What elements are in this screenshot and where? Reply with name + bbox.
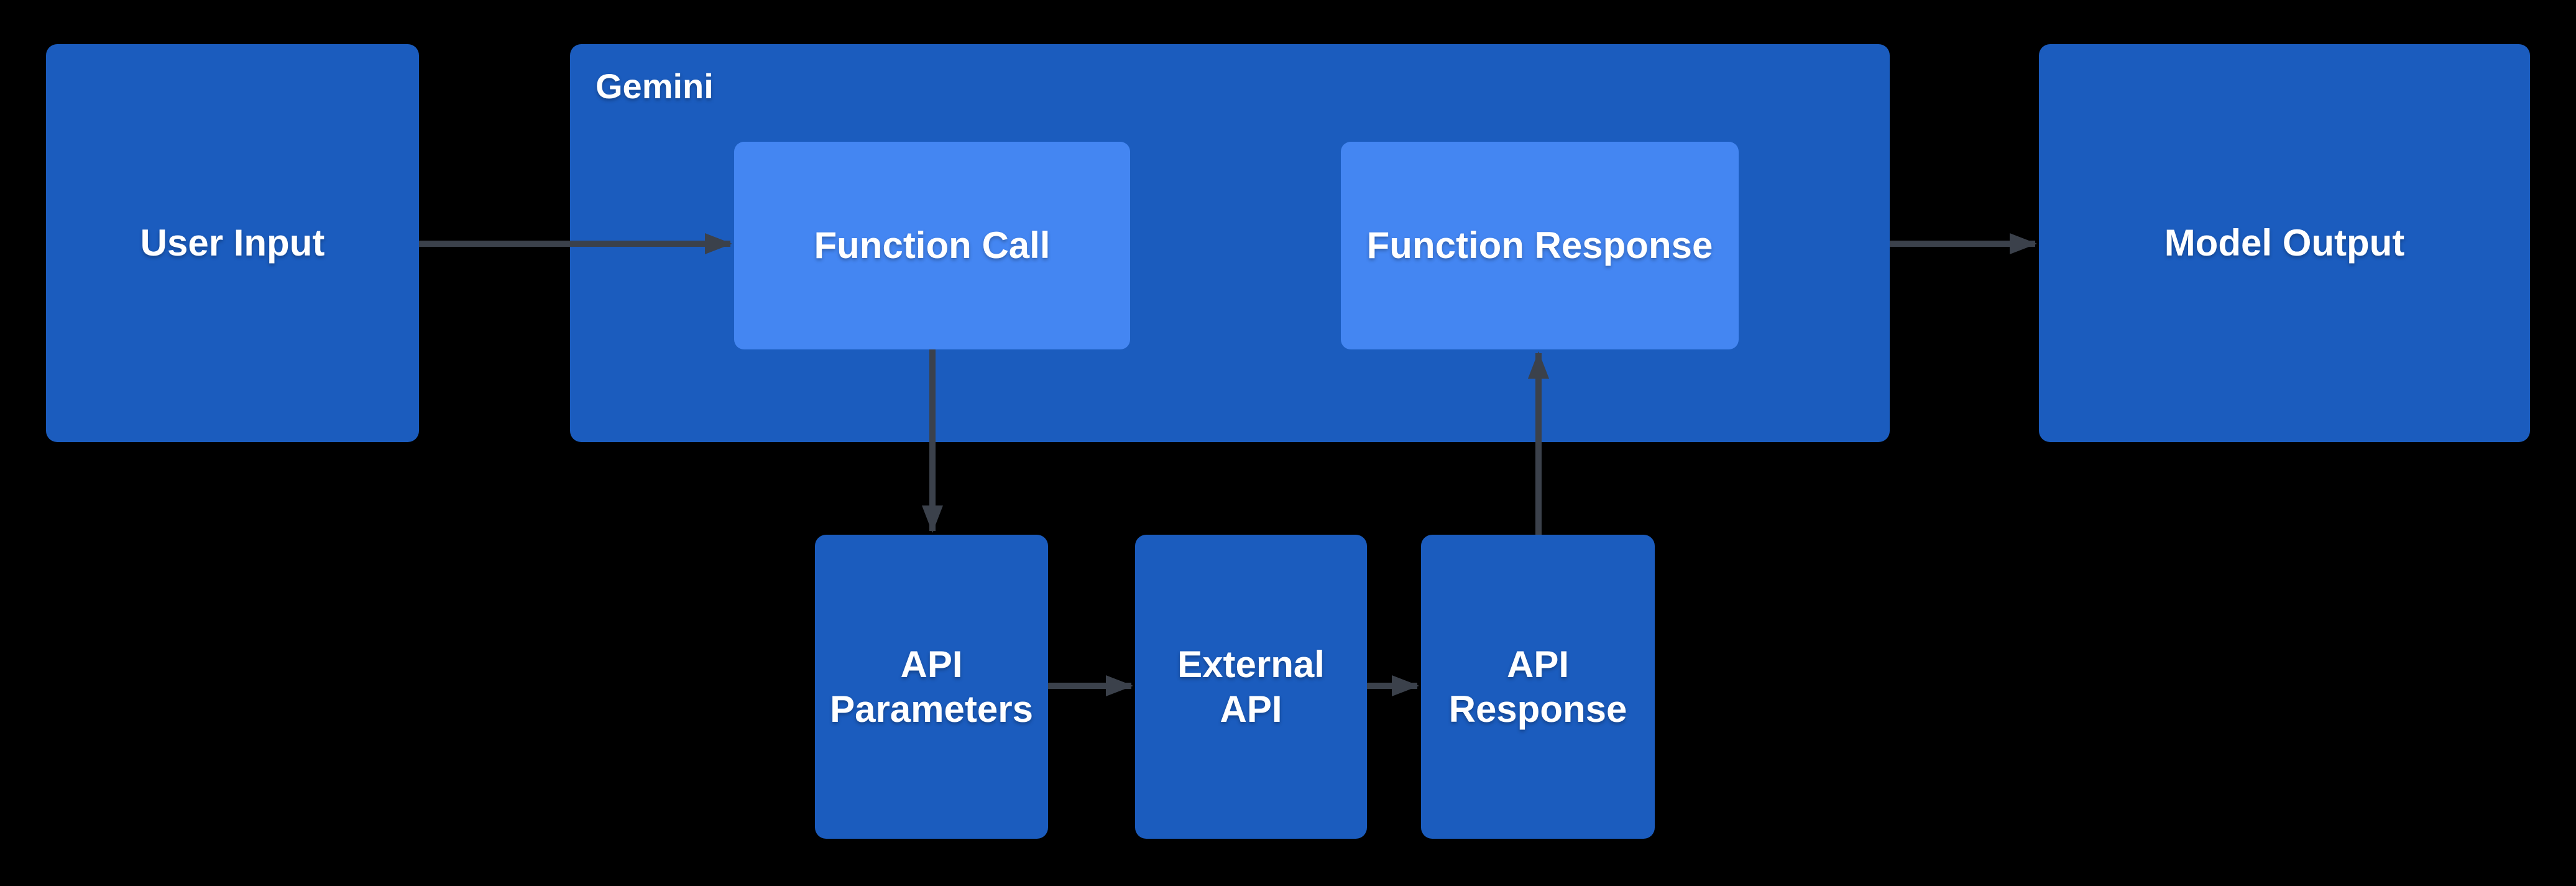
node-api-response: API Response xyxy=(1421,535,1655,839)
group-gemini-label: Gemini xyxy=(596,67,714,106)
node-user-input-label: User Input xyxy=(140,222,325,264)
node-external-api: External API xyxy=(1135,535,1367,839)
node-function-call-label: Function Call xyxy=(814,224,1051,266)
node-api-parameters: API Parameters xyxy=(815,535,1048,839)
node-model-output: Model Output xyxy=(2039,44,2530,442)
node-user-input: User Input xyxy=(46,44,419,442)
node-external-api-label: External API xyxy=(1177,643,1325,730)
node-api-response-label: API Response xyxy=(1448,643,1627,730)
node-function-response: Function Response xyxy=(1341,142,1739,349)
node-api-parameters-label: API Parameters xyxy=(830,643,1033,730)
node-function-call: Function Call xyxy=(734,142,1130,349)
node-model-output-label: Model Output xyxy=(2164,222,2405,264)
node-function-response-label: Function Response xyxy=(1366,224,1713,266)
